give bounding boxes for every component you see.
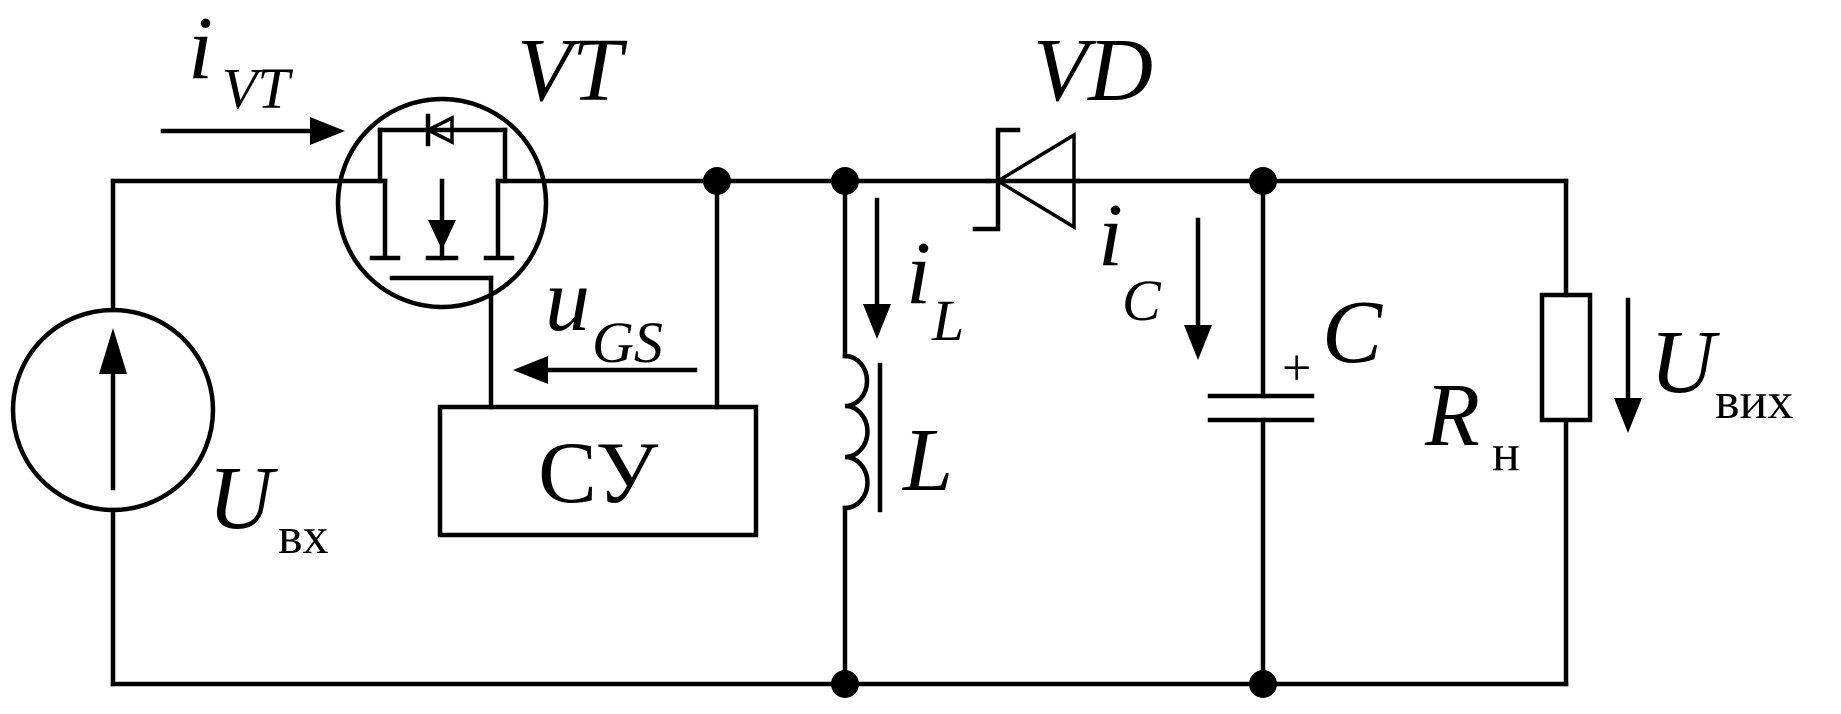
- voltage-source: U вх: [10, 307, 329, 565]
- junction-bottom-inductor: [831, 670, 859, 698]
- u-out-arrow-icon: [1614, 398, 1642, 433]
- i-c-label-sub: C: [1122, 268, 1162, 333]
- current-i-l: i L: [863, 197, 964, 353]
- current-i-c: i C: [1098, 186, 1212, 360]
- voltage-u-gs: u GS: [513, 251, 698, 384]
- current-i-vt: i VT: [160, 0, 345, 145]
- body-diode-icon: [424, 115, 454, 145]
- source-arrow-icon: [99, 328, 127, 374]
- capacitor: + C: [1207, 283, 1383, 423]
- mosfet-vt: VT: [335, 21, 628, 310]
- i-l-label-sub: L: [931, 288, 964, 353]
- junction-top-inductor: [831, 167, 859, 195]
- inductor: L: [842, 353, 953, 513]
- mosfet-body-arrow-icon: [428, 220, 456, 250]
- i-c-arrow-icon: [1184, 325, 1212, 360]
- junctions: [703, 167, 1277, 698]
- control-unit: СУ: [437, 404, 759, 538]
- junction-top-cu: [703, 167, 731, 195]
- capacitor-polarity: +: [1282, 340, 1311, 397]
- diode-label: VD: [1033, 21, 1153, 120]
- load-label-sub: н: [1492, 425, 1520, 482]
- i-c-label: i: [1098, 186, 1123, 285]
- diode-triangle-icon: [994, 131, 1076, 231]
- i-vt-label: i: [188, 0, 213, 98]
- transistor-label: VT: [517, 21, 628, 120]
- u-out-label-sub: вих: [1715, 373, 1793, 430]
- i-l-label: i: [906, 224, 931, 323]
- capacitor-label: C: [1322, 283, 1383, 382]
- source-label: U: [208, 449, 278, 548]
- control-unit-label: СУ: [538, 425, 659, 522]
- junction-top-capacitor: [1249, 167, 1277, 195]
- diode-vd: VD: [972, 21, 1153, 232]
- source-label-sub: вх: [278, 508, 329, 565]
- i-vt-arrow-icon: [310, 117, 345, 145]
- u-out-label: U: [1650, 313, 1720, 412]
- load-resistor: R н: [1424, 292, 1593, 482]
- load-label: R: [1424, 366, 1480, 465]
- u-gs-arrow-icon: [513, 356, 548, 384]
- junction-bottom-capacitor: [1249, 670, 1277, 698]
- i-vt-label-sub: VT: [222, 56, 293, 121]
- wires: [110, 178, 1569, 687]
- u-gs-label: u: [545, 251, 590, 350]
- voltage-u-out: U вих: [1614, 297, 1793, 433]
- u-gs-label-sub: GS: [592, 310, 663, 375]
- inductor-label: L: [901, 411, 953, 510]
- i-l-arrow-icon: [863, 304, 891, 339]
